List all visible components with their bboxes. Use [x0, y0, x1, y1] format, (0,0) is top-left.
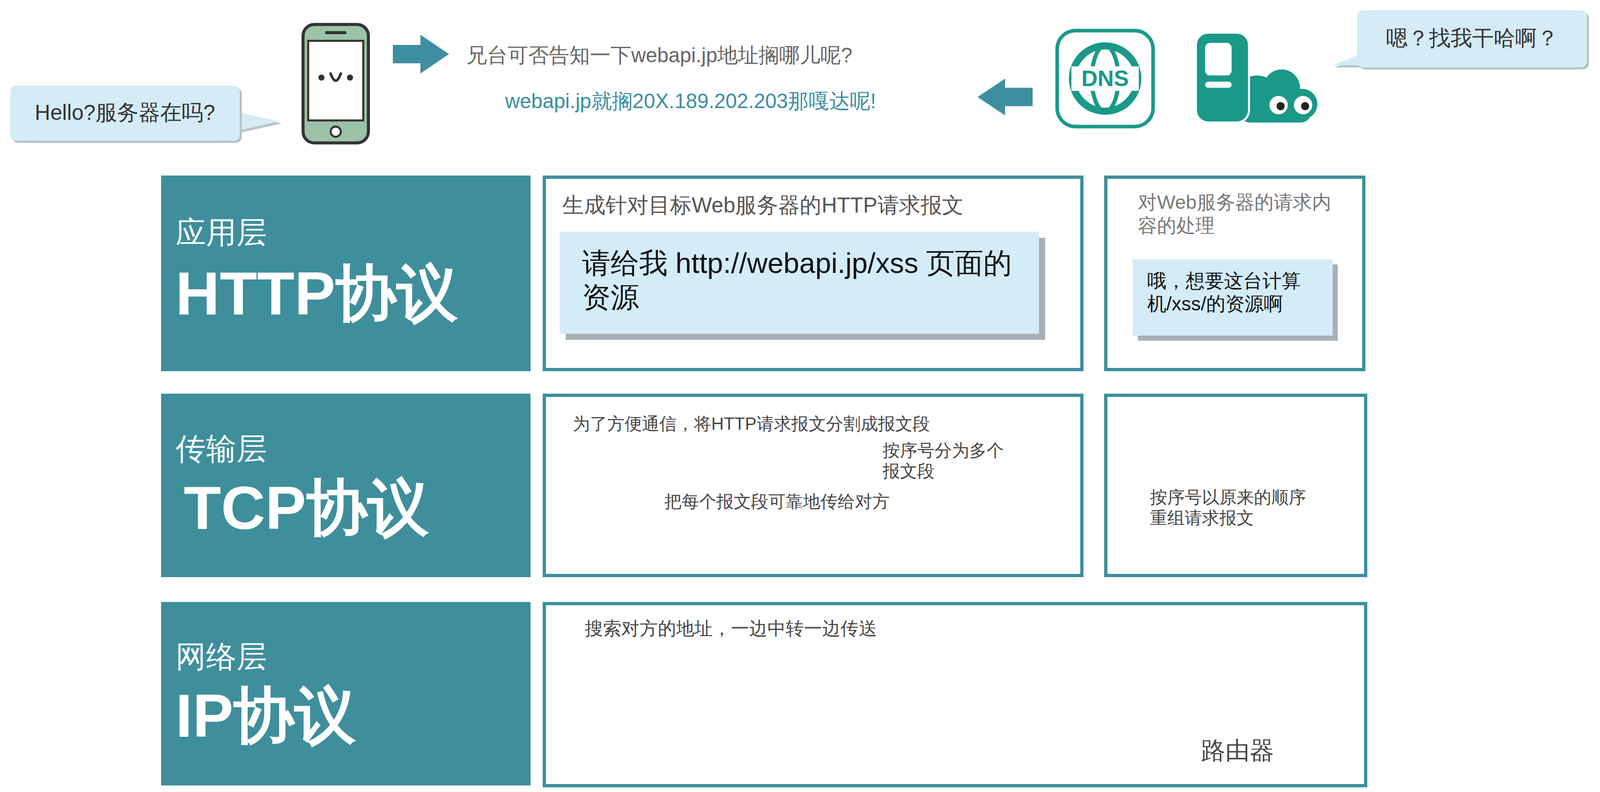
- phone-icon: [326, 31, 345, 35]
- server-box: 按序号以原来的顺序重组请求报文: [1104, 393, 1368, 578]
- phone-icon: [308, 40, 364, 121]
- bubble-tail: [237, 112, 280, 131]
- speech-bubble: 嗯？找我干哈啊？: [1356, 10, 1587, 68]
- icon-letters: DNS: [1081, 65, 1129, 93]
- box-note: 把每个报文段可靠地传给对方: [664, 491, 890, 512]
- dns-icon: [1072, 45, 1138, 112]
- layer-panel: 网络层IP协议: [161, 602, 531, 786]
- layer-text: 网络层: [175, 638, 267, 676]
- box-note: 为了方便通信，将HTTP请求报文分割成报文段: [572, 413, 930, 435]
- layer-text: 应用层: [175, 214, 267, 251]
- server-icon: [1205, 81, 1232, 88]
- box-note: 搜索对方的地址，一边中转一边传送: [584, 617, 878, 640]
- client-box: 请给我 http://webapi.jp/xss 页面的资源 生成针对目标Web服…: [542, 175, 1084, 372]
- bubble-text: 嗯？找我干哈啊？: [1386, 25, 1559, 52]
- phone-icon: [302, 24, 369, 143]
- request-text: 请给我 http://webapi.jp/xss 页面的资源: [582, 246, 1017, 315]
- phone-icon: [302, 24, 369, 143]
- note-text: 哦，想要这台计算机/xss/的资源啊: [1147, 269, 1319, 317]
- layer-text: TCP协议: [183, 471, 429, 546]
- server-note: 哦，想要这台计算机/xss/的资源啊: [1132, 259, 1333, 336]
- box-note: 按序号分为多个报文段: [882, 440, 1016, 482]
- layer-panel: 传输层TCP协议: [161, 393, 531, 578]
- server-icon: [1269, 95, 1288, 115]
- phone-icon: [330, 126, 341, 137]
- box-heading: 对Web服务器的请求内容的处理: [1137, 191, 1332, 238]
- speech-bubble: Hello?服务器在吗?: [10, 85, 240, 141]
- server-icon: [1195, 32, 1318, 123]
- reply-arrow: [977, 78, 1033, 116]
- request-arrow: [392, 34, 450, 74]
- server-icon: [1276, 102, 1285, 111]
- layer-panel: 应用层 HTTP协议: [161, 175, 531, 372]
- box-note: 路由器: [1201, 736, 1275, 766]
- client-box: 为了方便通信，将HTTP请求报文分割成报文段按序号分为多个报文段把每个报文段可靠…: [542, 393, 1084, 578]
- server-icon: [1195, 32, 1249, 123]
- phone-icon: [346, 74, 354, 81]
- layer-text: IP协议: [175, 679, 357, 753]
- server-icon: [1205, 43, 1232, 76]
- dns-query: 兄台可否告知一下webapi.jp地址搁哪儿呢?: [466, 43, 853, 68]
- server-icon: [1293, 95, 1313, 115]
- bubble-text: Hello?服务器在吗?: [34, 100, 215, 126]
- request-box: 请给我 http://webapi.jp/xss 页面的资源: [559, 231, 1040, 334]
- dns-answer: webapi.jp就搁20X.189.202.203那嘎达呢!: [505, 88, 877, 114]
- phone-icon: [318, 74, 325, 81]
- phone-icon: [330, 73, 341, 81]
- network-box: 搜索对方的地址，一边中转一边传送路由器: [542, 602, 1368, 789]
- layer-text: 传输层: [175, 430, 267, 468]
- server-box: 哦，想要这台计算机/xss/的资源啊对Web服务器的请求内容的处理: [1104, 175, 1366, 372]
- dns-icon: [1057, 30, 1154, 127]
- box-heading: 生成针对目标Web服务器的HTTP请求报文: [562, 192, 964, 219]
- server-icon: [1300, 102, 1309, 111]
- dns-icon: [1057, 30, 1154, 127]
- layer-text: HTTP协议: [175, 257, 458, 331]
- box-note: 按序号以原来的顺序重组请求报文: [1150, 486, 1319, 529]
